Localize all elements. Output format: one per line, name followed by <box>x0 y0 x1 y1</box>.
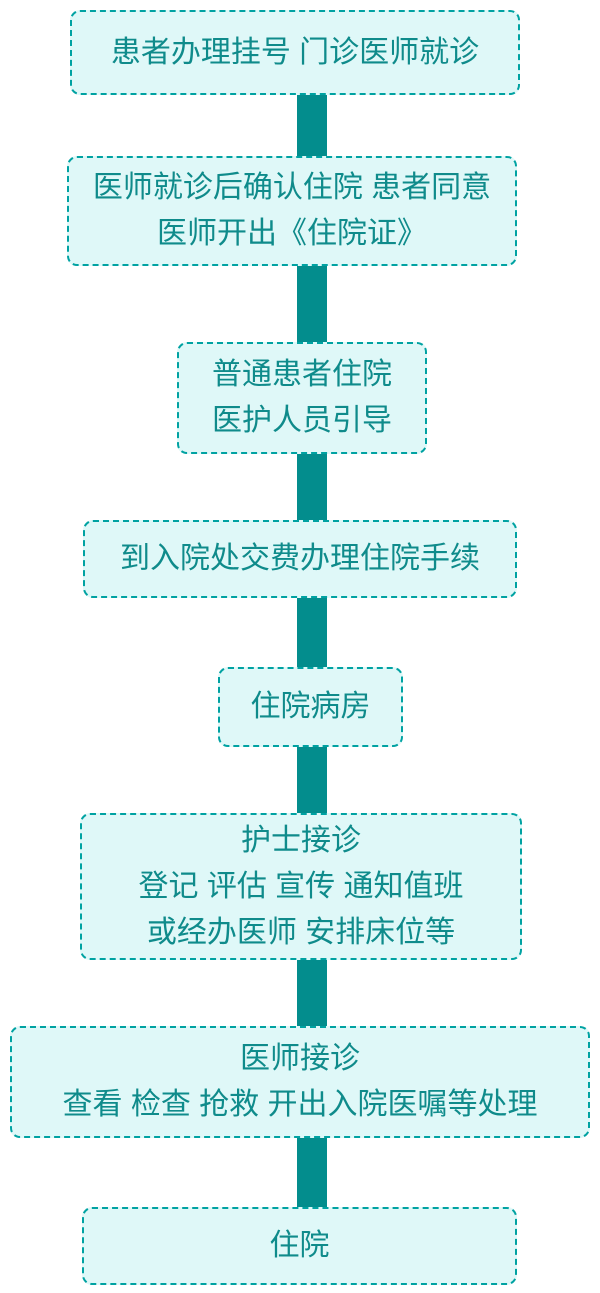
step-pay-at-admission-office: 到入院处交费办理住院手续 <box>83 520 517 598</box>
step-label: 患者办理挂号 门诊医师就诊 <box>110 35 480 69</box>
step-hospitalized: 住院 <box>82 1207 517 1285</box>
step-label: 或经办医师 安排床位等 <box>146 915 456 949</box>
step-nurse-reception: 护士接诊 登记 评估 宣传 通知值班 或经办医师 安排床位等 <box>80 813 522 960</box>
step-label: 医师就诊后确认住院 患者同意 <box>92 171 492 204</box>
step-doctor-reception: 医师接诊 查看 检查 抢救 开出入院医嘱等处理 <box>10 1026 590 1138</box>
step-label: 普通患者住院 <box>212 358 392 391</box>
step-label: 住院病房 <box>250 690 371 723</box>
step-label: 医师开出《住院证》 <box>157 217 427 250</box>
step-ordinary-patient-guided: 普通患者住院 医护人员引导 <box>177 342 427 454</box>
step-label: 登记 评估 宣传 通知值班 <box>138 869 464 903</box>
step-confirm-admission: 医师就诊后确认住院 患者同意 医师开出《住院证》 <box>67 156 517 266</box>
step-label: 医护人员引导 <box>212 404 392 437</box>
step-label: 护士接诊 <box>241 823 361 857</box>
step-outpatient-registration: 患者办理挂号 门诊医师就诊 <box>70 10 520 95</box>
step-inpatient-ward: 住院病房 <box>218 667 403 747</box>
step-label: 医师接诊 <box>240 1042 360 1075</box>
step-label: 查看 检查 抢救 开出入院医嘱等处理 <box>62 1088 538 1121</box>
step-label: 到入院处交费办理住院手续 <box>120 542 480 575</box>
step-label: 住院 <box>269 1229 330 1262</box>
